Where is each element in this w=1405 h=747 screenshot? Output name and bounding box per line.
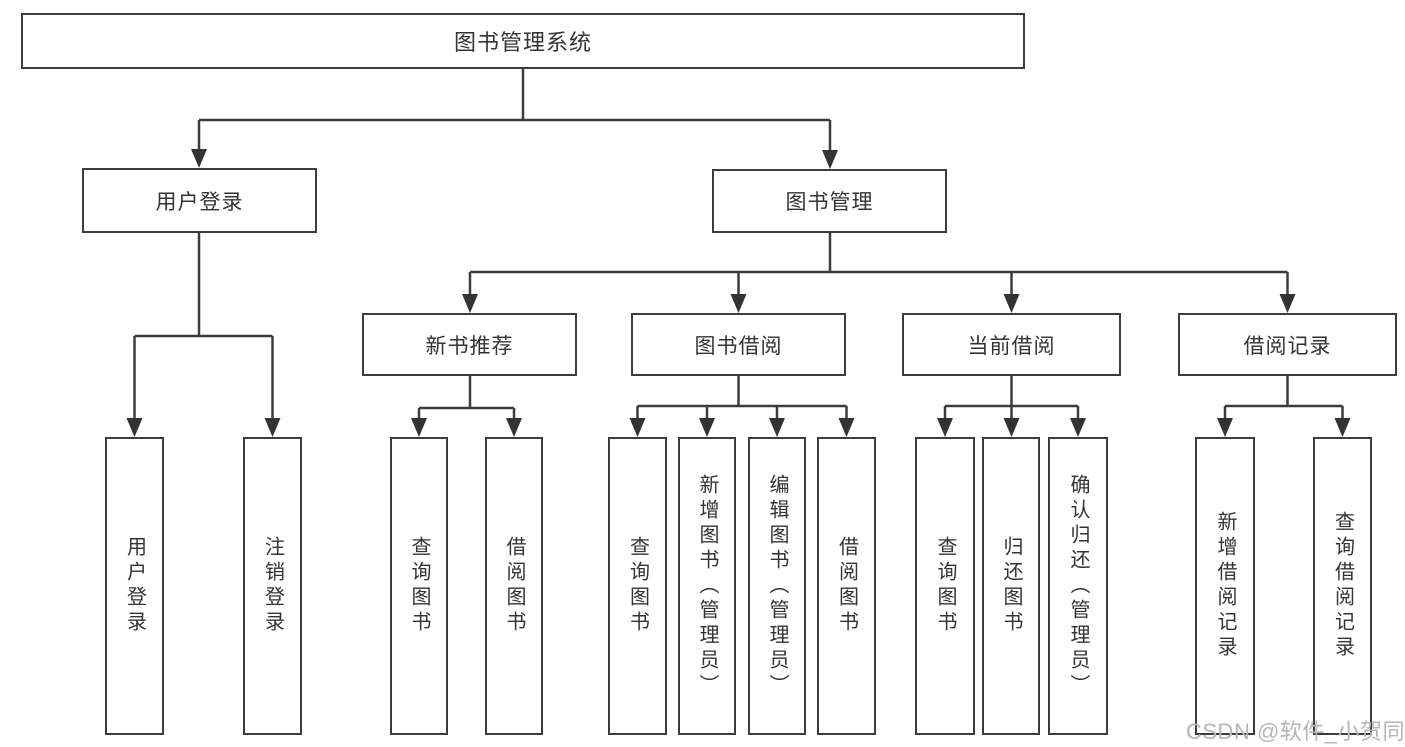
connector-login-to-leaves bbox=[126, 233, 281, 437]
node-borrow-record: 借阅记录 bbox=[1178, 313, 1397, 376]
node-new-book-recommend: 新书推荐 bbox=[362, 313, 577, 376]
leaf-borrow-book: 借阅图书 bbox=[817, 437, 876, 735]
leaf-newbook-query-label: 查询图书 bbox=[408, 536, 430, 636]
leaf-borrow-book-label: 借阅图书 bbox=[835, 536, 858, 636]
leaf-borrow-query-label: 查询图书 bbox=[626, 536, 649, 636]
leaf-record-add: 新增借阅记录 bbox=[1195, 437, 1255, 735]
leaf-current-query: 查询图书 bbox=[915, 437, 975, 735]
leaf-current-return: 归还图书 bbox=[982, 437, 1040, 735]
connector-newbook-to-leaves bbox=[411, 376, 522, 437]
node-current-borrow: 当前借阅 bbox=[902, 313, 1121, 376]
leaf-logout: 注销登录 bbox=[243, 437, 302, 735]
connector-current-to-leaves bbox=[937, 376, 1086, 437]
connector-management-to-level3 bbox=[462, 233, 1296, 313]
leaf-borrow-edit-admin: 编辑图书（管理员） bbox=[748, 437, 806, 735]
leaf-borrow-add-admin-label: 新增图书（管理员） bbox=[696, 473, 718, 699]
leaf-newbook-query: 查询图书 bbox=[390, 437, 448, 735]
connector-root-to-level2 bbox=[191, 69, 838, 169]
node-book-management: 图书管理 bbox=[712, 169, 947, 233]
connector-record-to-leaves bbox=[1217, 376, 1351, 437]
node-root-system: 图书管理系统 bbox=[21, 13, 1025, 69]
node-book-borrow: 图书借阅 bbox=[631, 313, 846, 376]
leaf-newbook-borrow-label: 借阅图书 bbox=[503, 536, 525, 636]
leaf-borrow-query: 查询图书 bbox=[608, 437, 667, 735]
leaf-record-add-label: 新增借阅记录 bbox=[1214, 511, 1236, 661]
leaf-user-login: 用户登录 bbox=[105, 437, 164, 735]
leaf-logout-label: 注销登录 bbox=[261, 536, 284, 636]
connector-borrow-to-leaves bbox=[629, 376, 855, 437]
node-user-login: 用户登录 bbox=[82, 168, 317, 233]
leaf-current-return-label: 归还图书 bbox=[1000, 536, 1022, 636]
leaf-current-query-label: 查询图书 bbox=[934, 536, 956, 636]
leaf-borrow-add-admin: 新增图书（管理员） bbox=[678, 437, 736, 735]
leaf-borrow-edit-admin-label: 编辑图书（管理员） bbox=[766, 473, 788, 699]
leaf-record-query: 查询借阅记录 bbox=[1313, 437, 1372, 735]
watermark: CSDN @软件_小贺同学 bbox=[1186, 719, 1405, 744]
leaf-current-confirm-admin: 确认归还（管理员） bbox=[1048, 437, 1108, 735]
leaf-user-login-label: 用户登录 bbox=[123, 536, 146, 636]
leaf-record-query-label: 查询借阅记录 bbox=[1331, 511, 1354, 661]
leaf-current-confirm-admin-label: 确认归还（管理员） bbox=[1067, 473, 1089, 699]
leaf-newbook-borrow: 借阅图书 bbox=[485, 437, 543, 735]
